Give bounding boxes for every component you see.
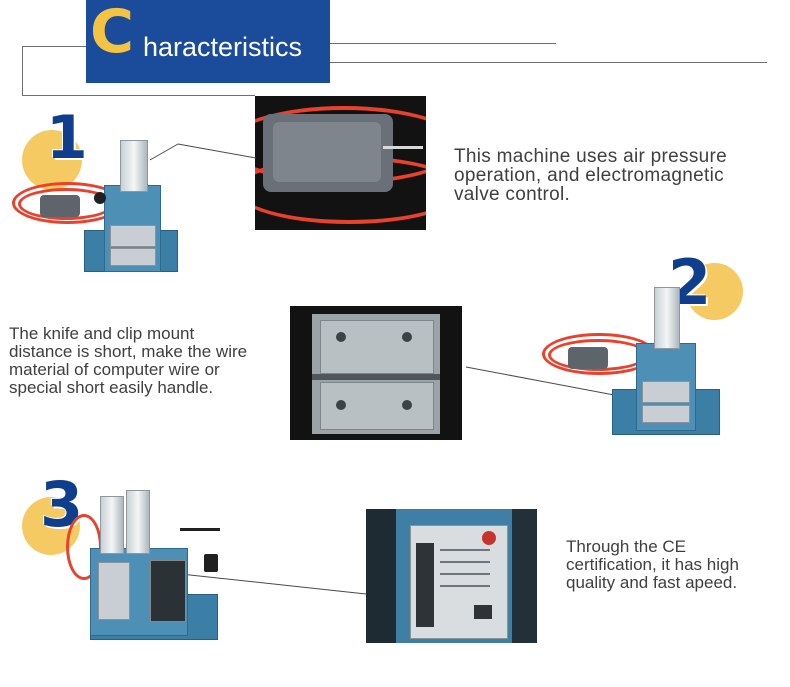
feature-2-line-4: special short easily handle.: [9, 378, 214, 397]
feature-1-text: This machine uses air pressure operation…: [454, 147, 727, 204]
feature-3-text: Through the CE certification, it has hig…: [566, 538, 739, 592]
machine-photo-1: [12, 130, 182, 280]
connector-line-2: [465, 366, 631, 399]
feature-number-1: 1: [46, 103, 88, 173]
feature-2-line-3: material of computer wire or: [9, 360, 220, 379]
feature-1-line-2: operation, and electromagnetic: [454, 165, 724, 186]
feature-2-text: The knife and clip mount distance is sho…: [9, 325, 247, 397]
detail-photo-knife: [290, 306, 462, 440]
header-banner: [86, 0, 330, 83]
connector-line-1a: [149, 143, 179, 161]
page-title: haracteristics: [143, 32, 303, 62]
header-line-bottom: [22, 95, 255, 96]
machine-photo-2: [540, 285, 720, 435]
header-line-top-right: [330, 43, 556, 44]
feature-1-line-1: This machine uses air pressure: [454, 146, 727, 167]
detail-photo-nameplate: [366, 509, 537, 643]
header-line-vertical: [22, 46, 23, 96]
feature-3-line-3: quality and fast apeed.: [566, 573, 738, 592]
feature-2-line-2: distance is short, make the wire: [9, 342, 248, 361]
connector-line-3: [161, 571, 367, 595]
feature-1-line-3: valve control.: [454, 184, 571, 205]
machine-photo-3: [60, 488, 230, 648]
header-line-right: [330, 62, 767, 63]
badge-circle-2: [686, 263, 743, 320]
header-initial-letter: C: [90, 0, 135, 67]
badge-circle-1: [22, 130, 82, 190]
feature-2-line-1: The knife and clip mount: [9, 324, 195, 343]
connector-line-1b: [177, 143, 257, 159]
header-line-left: [22, 46, 86, 47]
feature-3-line-2: certification, it has high: [566, 555, 739, 574]
feature-3-line-1: Through the CE: [566, 537, 687, 556]
detail-photo-pedal: [255, 96, 426, 230]
